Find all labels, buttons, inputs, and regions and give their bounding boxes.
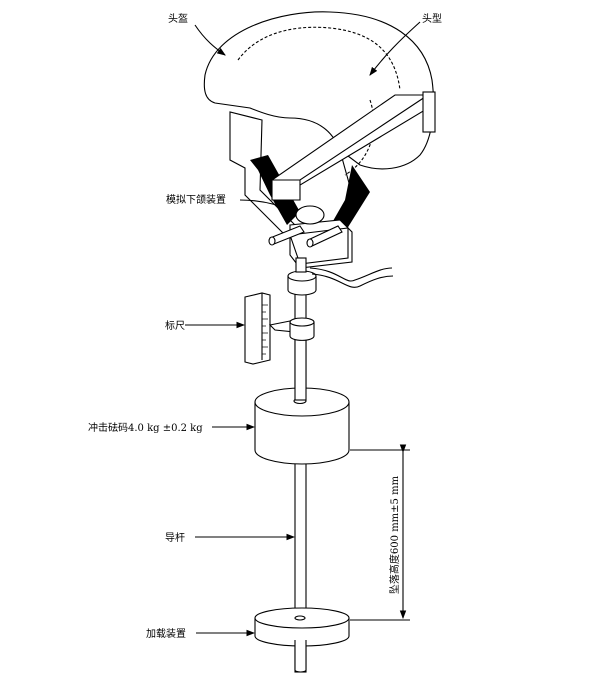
helmet-label: 头盔 — [168, 12, 188, 25]
rod-collar — [287, 267, 394, 296]
loading-device — [254, 607, 350, 673]
impact-weight — [254, 319, 350, 465]
chin-device-label: 模拟下颌装置 — [166, 193, 226, 206]
measuring-scale — [244, 292, 315, 365]
guide-rod-label: 导杆 — [165, 532, 185, 544]
headform-label: 头型 — [422, 12, 442, 25]
helmet — [203, 11, 436, 240]
impact-weight-label: 冲击砝码4.0 kg ±0.2 kg — [88, 421, 203, 434]
scale-label: 标尺 — [165, 320, 185, 332]
drop-height-label: 坠落高度600 mm±5 mm — [388, 475, 401, 594]
loading-device-label: 加载装置 — [146, 627, 186, 640]
drop-height-dimension: 坠落高度600 mm±5 mm — [350, 444, 410, 621]
simulated-chin-device — [268, 205, 353, 273]
